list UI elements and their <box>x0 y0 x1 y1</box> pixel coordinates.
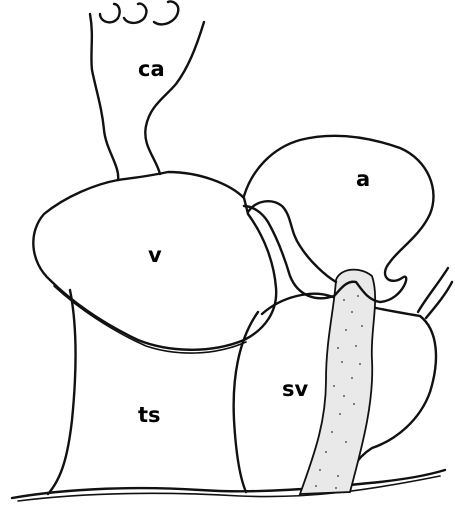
label-ts: ts <box>138 403 161 427</box>
ts-left-wall <box>48 290 76 494</box>
label-a: a <box>356 167 370 191</box>
ca-branch-1 <box>100 4 120 22</box>
ca-branch-2 <box>124 4 146 23</box>
ca-left-wall <box>90 14 118 180</box>
label-ca: ca <box>138 57 165 81</box>
base-line <box>12 470 445 498</box>
stippled-vessel <box>300 270 375 494</box>
ca-branch-3 <box>154 1 178 24</box>
base-line-shadow <box>18 476 440 501</box>
label-v: v <box>148 243 162 267</box>
right-vessel-upper <box>418 268 448 312</box>
ca-right-wall <box>145 22 204 174</box>
label-sv: sv <box>282 377 308 401</box>
right-vessel-lower <box>426 282 452 318</box>
